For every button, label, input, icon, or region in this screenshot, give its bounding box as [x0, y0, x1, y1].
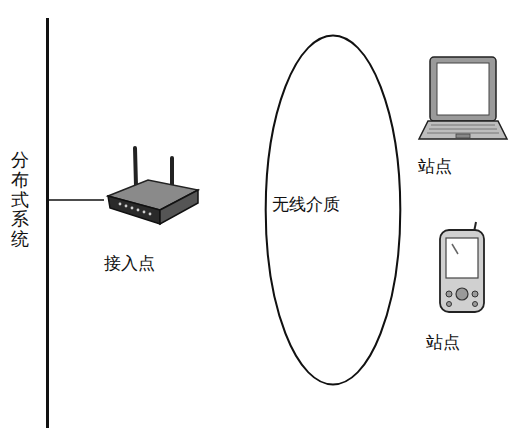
node-label: 站点	[426, 332, 460, 352]
laptop-icon	[419, 57, 507, 139]
router-icon	[108, 148, 198, 224]
pda-icon	[440, 222, 484, 312]
distributed-system-bar: 分布式系统	[0, 18, 49, 428]
station-laptop: 站点	[414, 54, 514, 178]
ellipse-outline	[266, 36, 401, 385]
vertical-label: 分布式系统	[11, 150, 29, 249]
node-label: 接入点	[104, 253, 155, 273]
node-label: 无线介质	[272, 194, 340, 214]
access-point: 接入点	[100, 145, 208, 275]
station-pda: 站点	[422, 218, 504, 354]
link-line	[49, 199, 104, 201]
wireless-medium: 无线介质	[264, 34, 402, 386]
node-label: 站点	[418, 156, 452, 176]
